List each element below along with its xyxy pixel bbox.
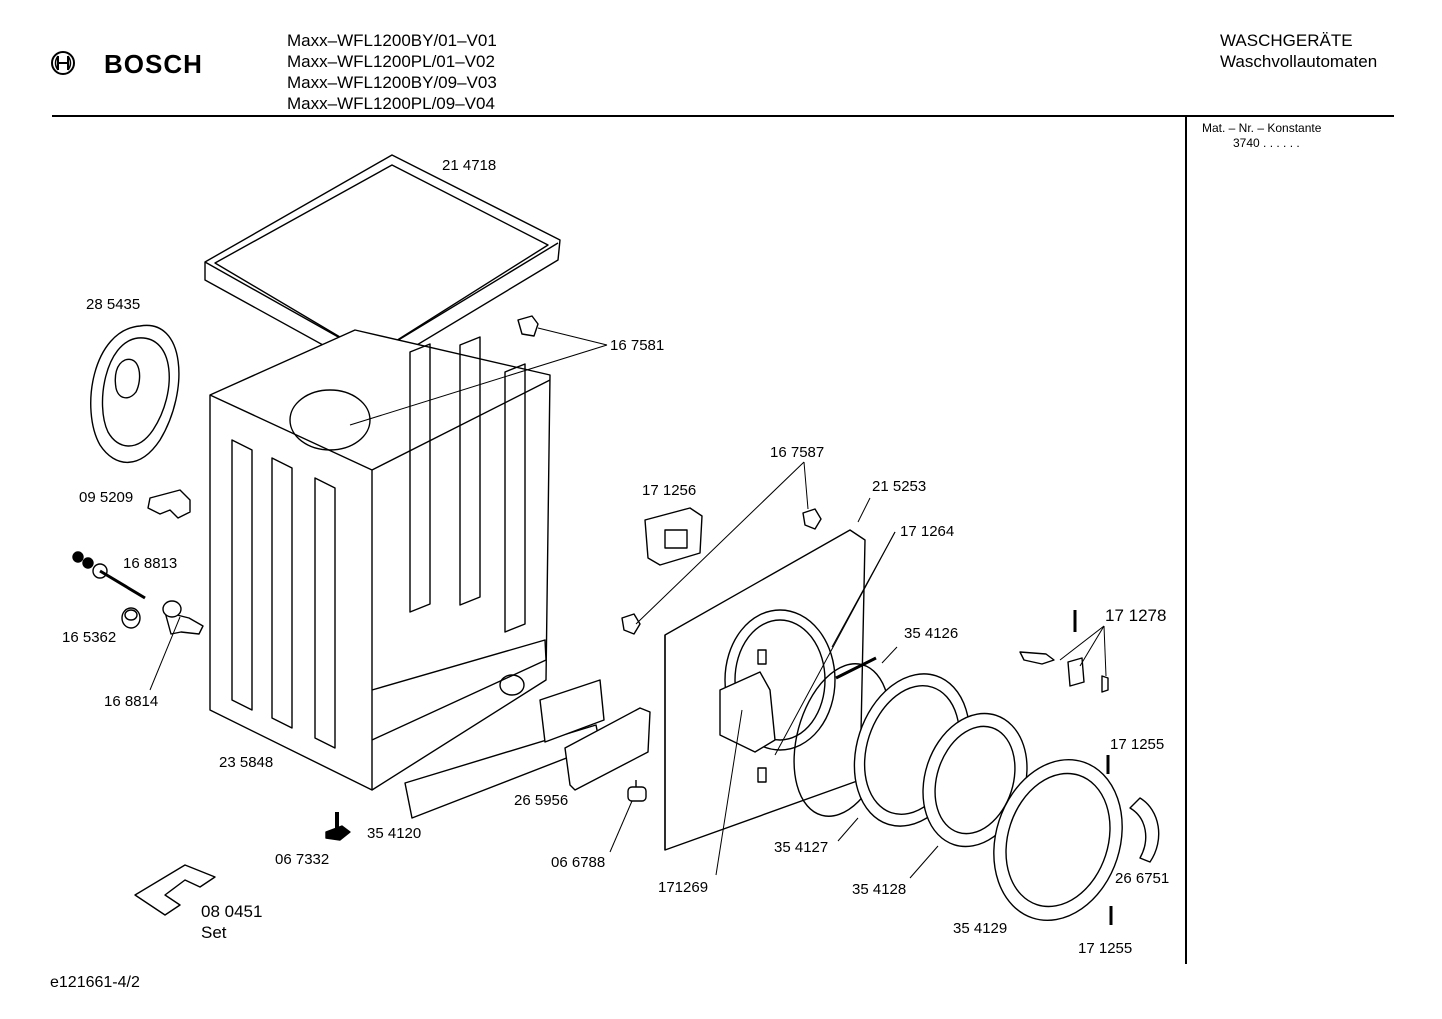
category-subtitle: Waschvollautomaten bbox=[1220, 52, 1378, 71]
part-label: 21 5253 bbox=[872, 478, 927, 495]
tool-080451 bbox=[134, 864, 216, 916]
foot-168814 bbox=[162, 600, 204, 635]
door-lock-171256 bbox=[644, 507, 703, 566]
part-label: 17 1255 bbox=[1110, 736, 1165, 753]
part-label: 16 7581 bbox=[610, 337, 665, 354]
screw-168813 bbox=[72, 551, 146, 600]
material-constant: Mat. – Nr. – Konstante 3740 . . . . . . bbox=[1202, 121, 1321, 151]
bosch-logo-icon bbox=[51, 51, 75, 75]
leader-lines bbox=[149, 327, 1107, 879]
plug-066788 bbox=[627, 780, 647, 802]
hinge-set-171278 bbox=[1019, 610, 1109, 693]
part-label: 171269 bbox=[658, 879, 709, 896]
model-line: Maxx–WFL1200BY/09–V03 bbox=[287, 73, 497, 92]
part-label: 26 6751 bbox=[1115, 870, 1170, 887]
drawing-id: e121661-4/2 bbox=[50, 974, 140, 991]
category-block: WASCHGERÄTE Waschvollautomaten bbox=[1220, 30, 1377, 72]
hinge-167587-b bbox=[621, 613, 641, 635]
set-part-number: 08 0451 bbox=[201, 902, 263, 921]
part-label: 28 5435 bbox=[86, 296, 141, 313]
top-lid bbox=[204, 154, 561, 373]
clip-095209 bbox=[147, 489, 191, 519]
model-line: Maxx–WFL1200PL/09–V04 bbox=[287, 94, 495, 113]
set-label: 08 0451 Set bbox=[201, 901, 262, 943]
model-line: Maxx–WFL1200PL/01–V02 bbox=[287, 52, 495, 71]
part-label: 16 8813 bbox=[123, 555, 178, 572]
part-label: 06 6788 bbox=[551, 854, 606, 871]
part-label: 35 4127 bbox=[774, 839, 829, 856]
cap-165362 bbox=[121, 607, 141, 629]
model-line: Maxx–WFL1200BY/01–V01 bbox=[287, 31, 497, 50]
flap-265956 bbox=[564, 707, 651, 791]
part-label: 35 4120 bbox=[367, 825, 422, 842]
front-panel bbox=[664, 529, 866, 851]
material-value: 3740 . . . . . . bbox=[1233, 136, 1300, 150]
category-title: WASCHGERÄTE bbox=[1220, 31, 1353, 50]
part-label: 17 1264 bbox=[900, 523, 955, 540]
part-label: 35 4128 bbox=[852, 881, 907, 898]
door-outer-ring bbox=[993, 758, 1123, 922]
part-label: 17 1278 bbox=[1105, 606, 1167, 625]
part-label: 09 5209 bbox=[79, 489, 134, 506]
hook-167581 bbox=[517, 315, 539, 337]
part-label: 26 5956 bbox=[514, 792, 569, 809]
part-label: 23 5848 bbox=[219, 754, 274, 771]
foot-067332 bbox=[325, 812, 351, 841]
set-note: Set bbox=[201, 923, 227, 942]
part-label: 16 5362 bbox=[62, 629, 117, 646]
part-label: 16 8814 bbox=[104, 693, 159, 710]
part-label: 21 4718 bbox=[442, 157, 497, 174]
hinge-167587-a bbox=[802, 508, 822, 530]
part-label: 06 7332 bbox=[275, 851, 330, 868]
cabinet-body bbox=[209, 329, 551, 791]
brand-name: BOSCH bbox=[104, 49, 203, 79]
part-label: 17 1255 bbox=[1078, 940, 1133, 957]
material-label: Mat. – Nr. – Konstante bbox=[1202, 121, 1322, 135]
handle-266751 bbox=[1129, 797, 1160, 863]
part-label: 35 4126 bbox=[904, 625, 959, 642]
spring-354126 bbox=[835, 656, 877, 680]
model-list: Maxx–WFL1200BY/01–V01 Maxx–WFL1200PL/01–… bbox=[287, 30, 497, 114]
back-cover bbox=[90, 324, 180, 464]
part-label: 17 1256 bbox=[642, 482, 697, 499]
part-label: 35 4129 bbox=[953, 920, 1008, 937]
part-label: 16 7587 bbox=[770, 444, 825, 461]
